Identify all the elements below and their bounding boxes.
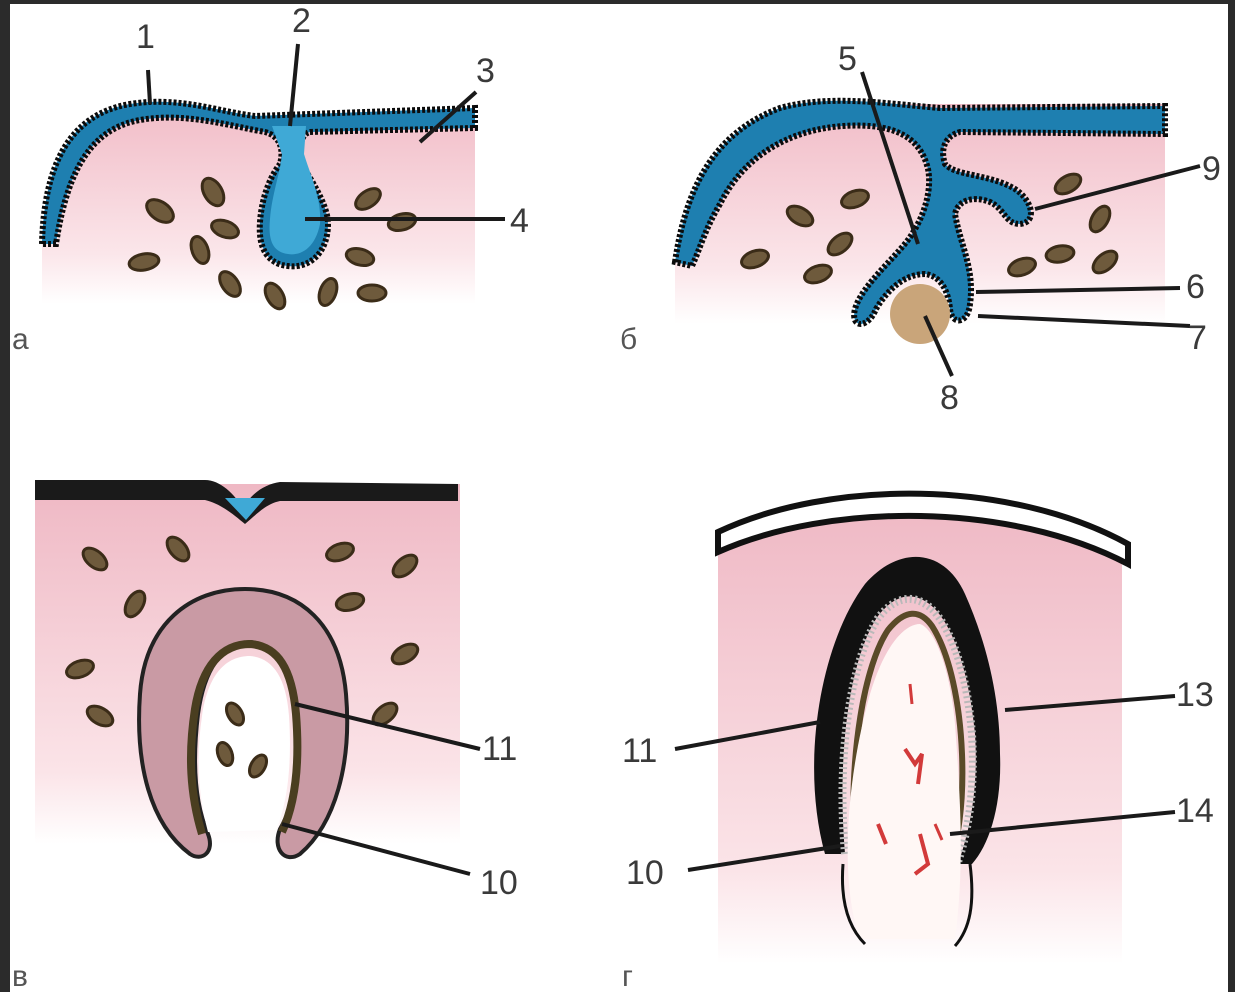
label-14: 14 (1176, 792, 1214, 830)
panel-v: 11 10 в (12, 480, 518, 992)
label-4: 4 (510, 202, 529, 240)
label-9: 9 (1202, 150, 1221, 188)
label-10-g: 10 (626, 854, 664, 892)
label-6: 6 (1186, 268, 1205, 306)
panel-a-label: а (12, 323, 29, 356)
label-11-v: 11 (482, 730, 517, 768)
label-10-v: 10 (480, 864, 518, 902)
panel-g: 11 13 14 10 г (622, 494, 1214, 992)
label-8: 8 (940, 379, 959, 417)
label-3: 3 (476, 52, 495, 90)
label-2: 2 (292, 4, 311, 40)
panel-g-label: г (622, 960, 633, 992)
panel-b: 5 9 6 7 8 б (620, 40, 1221, 417)
tooth-development-diagram: 1 2 3 4 а 5 9 6 7 8 б (10, 4, 1228, 992)
panel-a: 1 2 3 4 а (12, 4, 529, 356)
label-1: 1 (136, 18, 155, 56)
label-7: 7 (1188, 319, 1207, 357)
dental-papilla-b (890, 284, 950, 344)
label-5: 5 (838, 40, 857, 78)
panel-v-label: в (12, 960, 28, 992)
figure-frame: 1 2 3 4 а 5 9 6 7 8 б (10, 4, 1228, 992)
panel-b-label: б (620, 323, 637, 356)
label-13: 13 (1176, 676, 1214, 714)
label-11-g: 11 (622, 732, 657, 770)
